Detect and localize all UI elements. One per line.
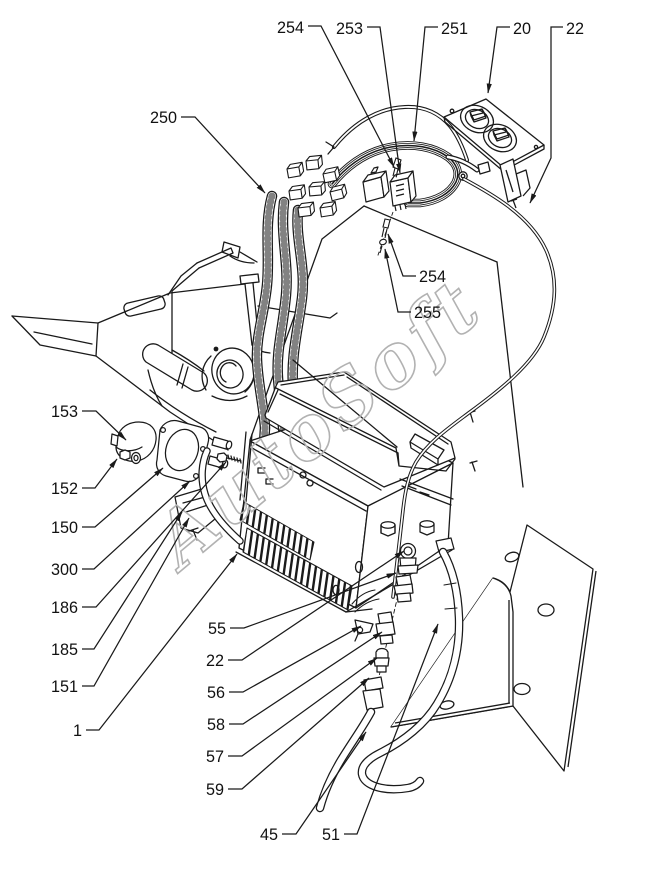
elbow-hose <box>198 447 244 545</box>
callout-label-150-10: 150 <box>51 519 78 537</box>
callout-leader-45-22 <box>282 731 367 835</box>
callout-label-254-6: 254 <box>419 268 446 286</box>
callout-label-254-0: 254 <box>277 19 304 37</box>
callout-label-58-19: 58 <box>207 716 225 734</box>
callout-label-1-15: 1 <box>73 722 82 740</box>
callout-leader-57-20 <box>228 657 378 757</box>
arch-wire <box>325 104 469 162</box>
callout-leader-185-13 <box>82 511 183 650</box>
mount-bracket <box>390 524 597 772</box>
elbow-fitting <box>397 542 419 575</box>
callout-leader-186-12 <box>82 461 227 608</box>
callout-leader-59-21 <box>228 677 370 790</box>
callout-leader-20-3 <box>486 26 510 94</box>
callout-label-51-23: 51 <box>322 826 340 844</box>
panel-edge-foreground <box>292 359 398 448</box>
callout-leader-300-11 <box>82 480 191 570</box>
callout-label-186-12: 186 <box>51 599 78 617</box>
machine-body <box>11 241 338 451</box>
callout-leader-22-17 <box>228 550 405 661</box>
callout-leader-253-1 <box>367 26 402 174</box>
callout-label-57-20: 57 <box>206 748 224 766</box>
hex-plug-right <box>419 520 435 536</box>
nut-washer <box>119 449 142 465</box>
callout-leader-58-19 <box>229 631 383 725</box>
callout-label-250-5: 250 <box>150 109 177 127</box>
louver-fins <box>239 501 353 611</box>
panel-bracket <box>499 158 531 209</box>
callout-leader-255-7 <box>384 248 411 313</box>
callout-label-45-22: 45 <box>260 826 278 844</box>
power-cable-22 <box>391 177 557 599</box>
callout-leader-254-6 <box>387 233 416 277</box>
callout-leader-22-4 <box>529 26 563 204</box>
barb-fitting <box>373 647 390 673</box>
hex-plug-left <box>380 521 396 537</box>
callout-label-153-8: 153 <box>51 403 78 421</box>
hose-51 <box>357 537 464 794</box>
braided-tubes <box>251 190 309 478</box>
callout-leader-254-0 <box>308 25 395 168</box>
callout-leader-151-14 <box>82 517 190 687</box>
callout-label-22-4: 22 <box>566 20 584 38</box>
callout-label-185-13: 185 <box>51 641 78 659</box>
heater-assembly <box>235 371 478 613</box>
braided-tube-1 <box>251 190 278 450</box>
control-panel <box>443 98 545 209</box>
fittings-and-hoses <box>315 520 464 813</box>
hose-45 <box>315 707 376 813</box>
callouts: 254 253 251 20 22 250 254 255 153 152 150 300 186 185… <box>51 19 584 844</box>
callout-label-255-7: 255 <box>414 304 441 322</box>
callout-label-253-1: 253 <box>336 20 363 38</box>
callout-leader-150-10 <box>82 467 164 528</box>
hose-coupler <box>362 676 384 711</box>
callout-leader-1-15 <box>86 553 238 731</box>
switch-connectors <box>362 166 417 212</box>
callout-label-56-18: 56 <box>207 684 225 702</box>
callout-label-59-21: 59 <box>206 781 224 799</box>
callout-leader-152-9 <box>82 458 118 489</box>
callout-leader-51-23 <box>344 623 439 835</box>
callout-label-300-11: 300 <box>51 561 78 579</box>
callout-label-251-2: 251 <box>441 20 468 38</box>
callout-label-20-3: 20 <box>513 20 531 38</box>
callout-leader-251-2 <box>412 26 438 142</box>
callout-leader-153-8 <box>82 410 127 441</box>
callout-label-152-9: 152 <box>51 480 78 498</box>
callout-leader-56-18 <box>229 625 362 693</box>
callout-label-55-16: 55 <box>208 620 226 638</box>
callout-leader-250-5 <box>181 116 266 194</box>
callout-label-22-17: 22 <box>206 652 224 670</box>
coupler-fitting <box>393 574 414 603</box>
callout-leader-55-16 <box>230 572 397 629</box>
callout-label-151-14: 151 <box>51 678 78 696</box>
wire-harness <box>325 104 480 208</box>
